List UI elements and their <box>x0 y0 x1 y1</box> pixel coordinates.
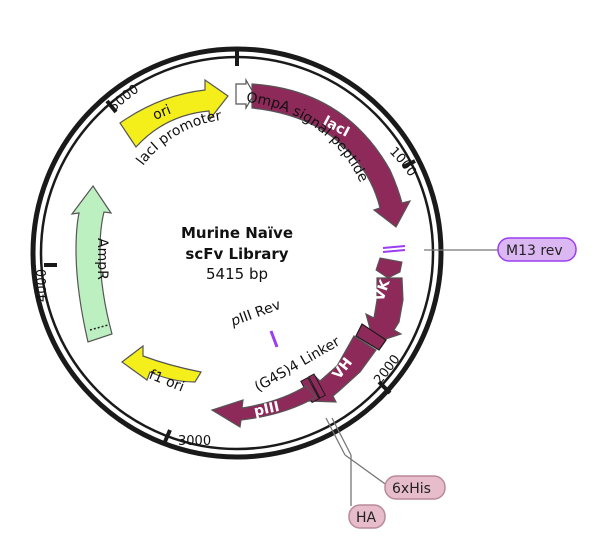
tick-label-3000: 3000 <box>178 434 211 449</box>
piii-rev-primer-mark <box>269 330 279 348</box>
ampr-promoter-dotted <box>89 324 109 331</box>
signal-peptide-block <box>375 257 403 279</box>
piii-rev-primer-label: pIII Rev <box>228 297 283 330</box>
plasmid-name-line1: Murine Naïve <box>181 224 293 242</box>
laci-promoter-arrow <box>235 77 255 111</box>
ori-feature-arrow <box>119 78 229 148</box>
m13-rev-primer-mark-2 <box>382 249 406 253</box>
tick-mark-3000 <box>162 429 172 445</box>
ampr-feature-arrow <box>70 184 113 343</box>
vk-feature-arrow <box>365 277 404 344</box>
piii-rev-rest: III Rev <box>237 297 283 327</box>
his-label: 6xHis <box>392 481 431 497</box>
vk-label: VK <box>372 277 394 304</box>
ha-tag-block <box>308 373 326 399</box>
m13-rev-primer-mark-1 <box>382 245 406 249</box>
tick-label-2000: 2000 <box>371 352 403 387</box>
tick-mark-1000 <box>402 159 416 169</box>
tick-label-5000: 5000 <box>106 82 141 115</box>
ampr-label: AmpR <box>94 238 110 280</box>
ha-label: HA <box>356 510 377 526</box>
plasmid-size-label: 5415 bp <box>206 265 268 283</box>
his-leader-line-2 <box>344 454 389 487</box>
piii-label: pIII <box>253 399 281 420</box>
vh-feature-arrow <box>308 335 377 403</box>
f1-ori-feature-arrow <box>120 344 202 383</box>
m13-rev-label: M13 rev <box>506 243 563 259</box>
ori-label: ori <box>151 102 174 124</box>
linker-block <box>355 323 387 351</box>
his-pill[interactable] <box>384 475 446 500</box>
tick-mark-5000 <box>105 99 118 114</box>
plasmid-name-line2: scFv Library <box>185 245 288 263</box>
tick-mark-2000 <box>377 380 392 395</box>
his-leader-line <box>325 417 346 456</box>
ha-leader-line <box>331 417 352 456</box>
tick-label-4000: 4000 <box>35 269 50 302</box>
piii-feature-arrow <box>210 385 317 428</box>
ha-pill[interactable] <box>348 504 386 529</box>
laci-feature-arrow <box>251 83 412 228</box>
m13-rev-pill[interactable] <box>497 237 577 262</box>
